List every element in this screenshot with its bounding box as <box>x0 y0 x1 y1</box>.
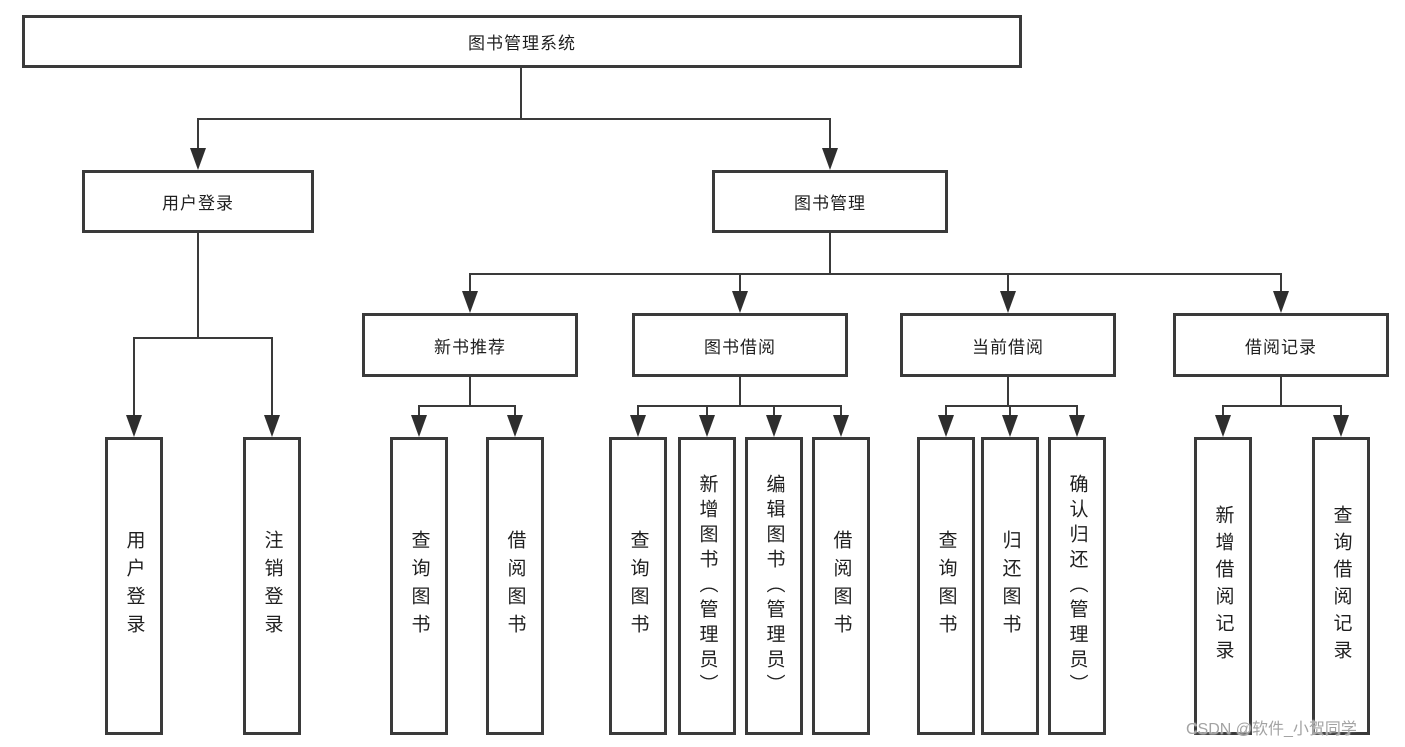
connector-line <box>1222 405 1224 417</box>
connector-line <box>739 273 741 293</box>
connector-line <box>469 377 471 407</box>
arrow-down-icon <box>462 291 478 313</box>
node-current-borrow-label: 当前借阅 <box>972 337 1044 357</box>
leaf-borrow-edit-books: 编辑图书（管理员） <box>745 437 803 735</box>
arrow-down-icon <box>1273 291 1289 313</box>
connector-line <box>1007 273 1009 293</box>
connector-line <box>1222 405 1342 407</box>
arrow-down-icon <box>126 415 142 437</box>
node-root-system: 图书管理系统 <box>22 15 1022 68</box>
leaf-recommend-query-books: 查询图书 <box>390 437 448 735</box>
leaf-user-login: 用户登录 <box>105 437 163 735</box>
connector-line <box>469 273 1282 275</box>
connector-line <box>1076 405 1078 417</box>
leaf-recommend-borrow-books-label: 借阅图书 <box>504 530 526 642</box>
arrow-down-icon <box>190 148 206 170</box>
leaf-borrow-add-books: 新增图书（管理员） <box>678 437 736 735</box>
leaf-current-return-books: 归还图书 <box>981 437 1039 735</box>
connector-line <box>829 233 831 273</box>
arrow-down-icon <box>1069 415 1085 437</box>
node-user-login-label: 用户登录 <box>162 194 234 213</box>
connector-line <box>829 118 831 150</box>
leaf-recommend-query-books-label: 查询图书 <box>408 530 430 642</box>
connector-line <box>1009 405 1011 417</box>
arrow-down-icon <box>766 415 782 437</box>
arrow-down-icon <box>1215 415 1231 437</box>
connector-line <box>1280 377 1282 407</box>
connector-line <box>197 118 199 150</box>
connector-line <box>418 405 420 417</box>
connector-line <box>133 337 273 339</box>
csdn-watermark: CSDN @软件_小贺同学 <box>1186 721 1357 738</box>
connector-line <box>1340 405 1342 417</box>
leaf-logout: 注销登录 <box>243 437 301 735</box>
connector-line <box>739 377 741 407</box>
connector-line <box>418 405 516 407</box>
leaf-records-add-record: 新增借阅记录 <box>1194 437 1252 735</box>
arrow-down-icon <box>411 415 427 437</box>
node-book-management-label: 图书管理 <box>794 194 866 213</box>
arrow-down-icon <box>1333 415 1349 437</box>
connector-line <box>1007 377 1009 407</box>
arrow-down-icon <box>699 415 715 437</box>
leaf-borrow-borrow-books-label: 借阅图书 <box>830 530 852 642</box>
leaf-current-query-books: 查询图书 <box>917 437 975 735</box>
arrow-down-icon <box>938 415 954 437</box>
leaf-records-query-record-label: 查询借阅记录 <box>1330 505 1352 667</box>
connector-line <box>637 405 842 407</box>
leaf-borrow-edit-books-label: 编辑图书（管理员） <box>763 473 785 699</box>
leaf-borrow-borrow-books: 借阅图书 <box>812 437 870 735</box>
arrow-down-icon <box>1002 415 1018 437</box>
connector-line <box>197 233 199 337</box>
connector-line <box>133 337 135 417</box>
node-new-book-recommend: 新书推荐 <box>362 313 578 377</box>
node-book-borrow: 图书借阅 <box>632 313 848 377</box>
leaf-current-return-books-label: 归还图书 <box>999 530 1021 642</box>
leaf-borrow-add-books-label: 新增图书（管理员） <box>696 473 718 699</box>
arrow-down-icon <box>822 148 838 170</box>
node-root-label: 图书管理系统 <box>468 34 576 53</box>
arrow-down-icon <box>1000 291 1016 313</box>
leaf-borrow-query-books-label: 查询图书 <box>627 530 649 642</box>
arrow-down-icon <box>507 415 523 437</box>
connector-line <box>637 405 639 417</box>
arrow-down-icon <box>732 291 748 313</box>
leaf-current-confirm-return-label: 确认归还（管理员） <box>1066 473 1088 699</box>
connector-line <box>197 118 831 120</box>
connector-line <box>706 405 708 417</box>
connector-line <box>840 405 842 417</box>
connector-line <box>945 405 1078 407</box>
connector-line <box>945 405 947 417</box>
connector-line <box>1280 273 1282 293</box>
connector-line <box>469 273 471 293</box>
leaf-borrow-query-books: 查询图书 <box>609 437 667 735</box>
node-current-borrow: 当前借阅 <box>900 313 1116 377</box>
leaf-user-login-label: 用户登录 <box>123 530 145 642</box>
node-borrow-records-label: 借阅记录 <box>1245 337 1317 357</box>
node-book-management: 图书管理 <box>712 170 948 233</box>
arrow-down-icon <box>630 415 646 437</box>
leaf-recommend-borrow-books: 借阅图书 <box>486 437 544 735</box>
leaf-logout-label: 注销登录 <box>261 530 283 642</box>
connector-line <box>514 405 516 417</box>
leaf-records-query-record: 查询借阅记录 <box>1312 437 1370 735</box>
node-book-borrow-label: 图书借阅 <box>704 337 776 357</box>
arrow-down-icon <box>833 415 849 437</box>
connector-line <box>271 337 273 417</box>
node-user-login: 用户登录 <box>82 170 314 233</box>
node-borrow-records: 借阅记录 <box>1173 313 1389 377</box>
node-new-book-recommend-label: 新书推荐 <box>434 337 506 357</box>
leaf-current-confirm-return: 确认归还（管理员） <box>1048 437 1106 735</box>
leaf-records-add-record-label: 新增借阅记录 <box>1212 505 1234 667</box>
leaf-current-query-books-label: 查询图书 <box>935 530 957 642</box>
connector-line <box>520 68 522 118</box>
arrow-down-icon <box>264 415 280 437</box>
connector-line <box>773 405 775 417</box>
